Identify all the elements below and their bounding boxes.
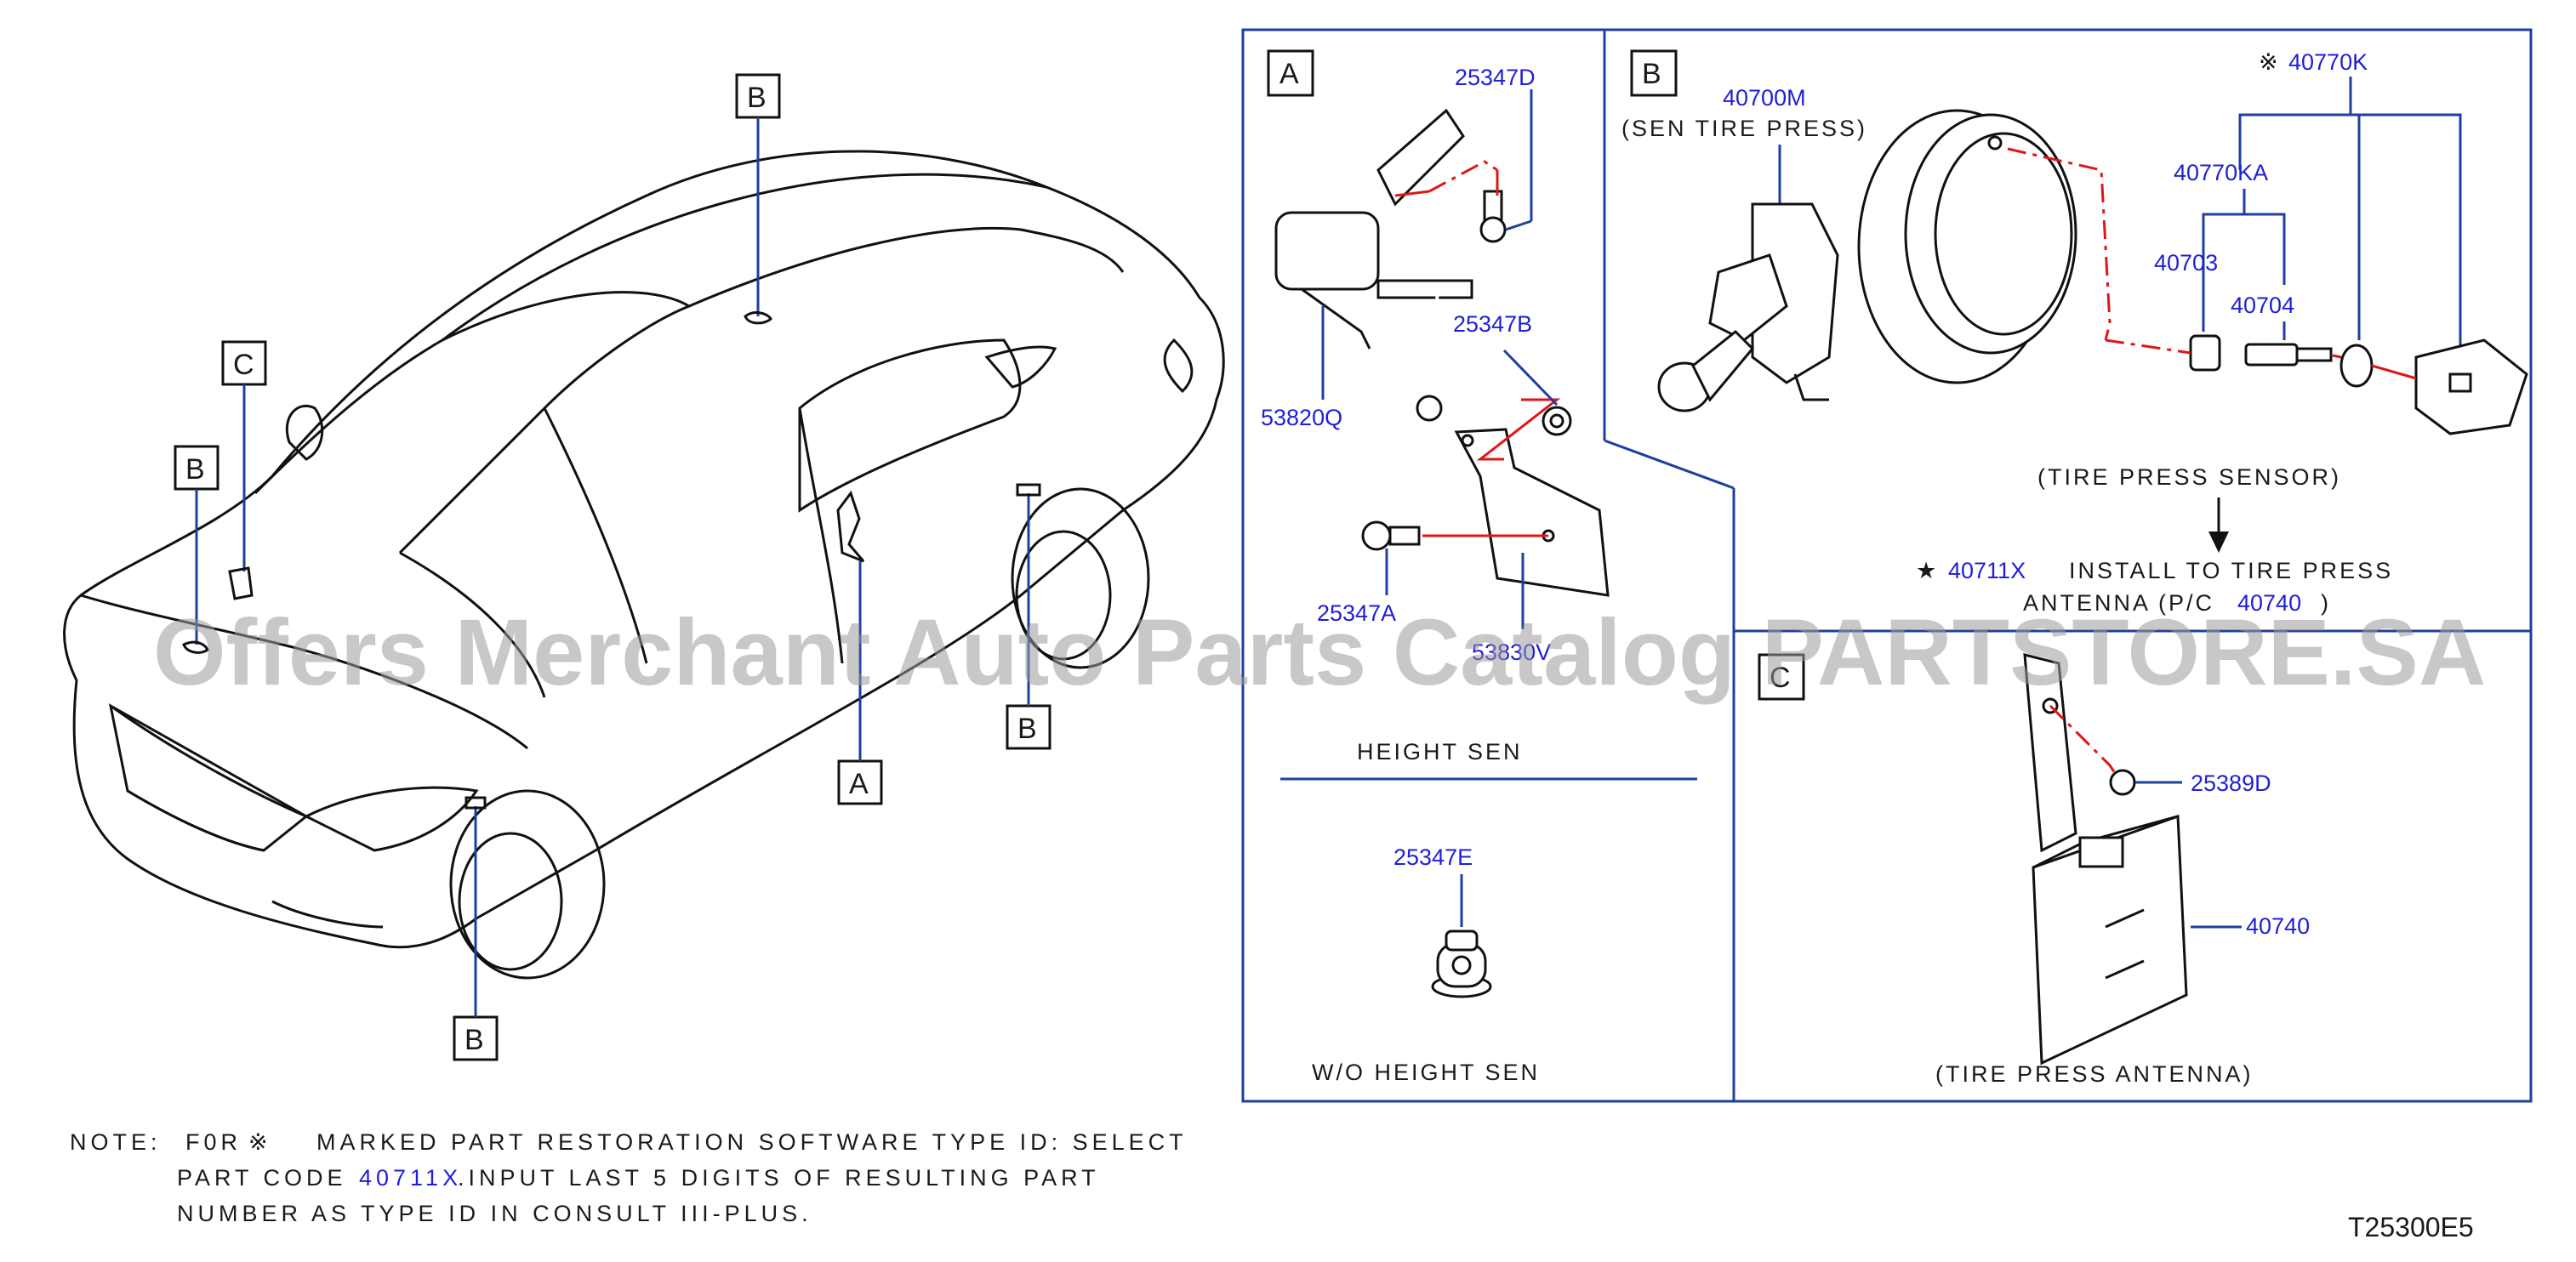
callout-b-left-label: B — [185, 453, 205, 486]
caption-sen-tire-press: (SEN TIRE PRESS) — [1621, 116, 1867, 141]
note-part-40711x[interactable]: 40711X — [359, 1165, 462, 1191]
caption-tire-press-sensor: (TIRE PRESS SENSOR) — [2037, 464, 2341, 490]
wheel-drawing — [1857, 109, 2077, 384]
car-callouts: B B C A B B — [174, 73, 1051, 1061]
callout-b-front-label: B — [464, 1024, 484, 1056]
part-40740[interactable]: 40740 — [2246, 913, 2310, 939]
car-illustration — [63, 150, 1225, 980]
callout-b-left[interactable] — [174, 445, 219, 491]
part-40700m[interactable]: 40700M — [1723, 85, 1806, 111]
height-sensor-drawing — [1274, 108, 1610, 597]
part-25347e[interactable]: 25347E — [1393, 844, 1473, 870]
antenna-drawing — [2023, 653, 2188, 1066]
section-b-letter: B — [1642, 58, 1661, 90]
mark-40770k: ※ — [2259, 49, 2278, 75]
part-40703[interactable]: 40703 — [2154, 250, 2218, 276]
star-mark: ★ — [1916, 558, 1939, 583]
panel-frames — [1241, 28, 2533, 1103]
note-line1-b: MARKED PART RESTORATION SOFTWARE TYPE ID… — [316, 1129, 1188, 1155]
part-25389d[interactable]: 25389D — [2191, 770, 2271, 796]
part-25347b[interactable]: 25347B — [1453, 311, 1532, 337]
note-line2-b: .INPUT LAST 5 DIGITS OF RESULTING PART — [458, 1165, 1100, 1191]
clip-drawing — [1431, 929, 1492, 998]
install-text: INSTALL TO TIRE PRESS — [2069, 558, 2393, 583]
note-line3: NUMBER AS TYPE ID IN CONSULT III-PLUS. — [177, 1201, 812, 1226]
section-c-letter: C — [1770, 662, 1791, 694]
part-25347d[interactable]: 25347D — [1455, 65, 1536, 90]
callout-b-roof-label: B — [747, 82, 767, 114]
part-25347a[interactable]: 25347A — [1317, 600, 1396, 626]
callout-b-rear-label: B — [1017, 713, 1037, 745]
section-a-letter: A — [1279, 58, 1299, 90]
footnote: NOTE: F0R ※ MARKED PART RESTORATION SOFT… — [70, 1129, 1188, 1226]
callout-b-roof[interactable] — [735, 73, 781, 119]
valve-parts-drawing — [2189, 334, 2528, 435]
caption-tire-press-antenna: (TIRE PRESS ANTENNA) — [1935, 1061, 2254, 1087]
diagram-code: T25300E5 — [2348, 1212, 2474, 1242]
antenna-text-1: ANTENNA (P/C — [2023, 590, 2214, 616]
note-prefix: NOTE: — [70, 1129, 162, 1155]
part-40704[interactable]: 40704 — [2231, 293, 2294, 318]
note-mark: ※ — [248, 1129, 272, 1155]
callout-a-label: A — [849, 768, 869, 800]
part-40770k[interactable]: 40770K — [2288, 49, 2368, 75]
callout-c-label: C — [233, 349, 254, 381]
part-53830v[interactable]: 53830V — [1472, 640, 1551, 665]
caption-without-height-sen: W/O HEIGHT SEN — [1312, 1060, 1540, 1085]
note-line2-a: PART CODE — [177, 1165, 347, 1191]
callout-a[interactable] — [837, 759, 883, 805]
part-40711x[interactable]: 40711X — [1948, 558, 2026, 583]
section-b: B 40700M (SEN TIRE PRESS) ※ 40770K 40770… — [1621, 49, 2528, 616]
part-53820q[interactable]: 53820Q — [1261, 405, 1342, 430]
section-a: A — [1261, 49, 1610, 1085]
part-40740-ref[interactable]: 40740 — [2237, 590, 2301, 616]
antenna-text-2: ) — [2321, 590, 2331, 616]
part-40770ka[interactable]: 40770KA — [2174, 160, 2268, 185]
callout-b-front[interactable] — [453, 1015, 499, 1061]
section-c: C 25389D 40740 (TIRE PRESS ANTENNA) — [1758, 653, 2310, 1087]
watermark: Offers Merchant Auto Parts Catalog PARTS… — [153, 600, 2486, 705]
tire-sensor-drawing — [1657, 202, 1839, 412]
caption-height-sen: HEIGHT SEN — [1357, 739, 1523, 765]
note-line1-a: F0R — [185, 1129, 242, 1155]
